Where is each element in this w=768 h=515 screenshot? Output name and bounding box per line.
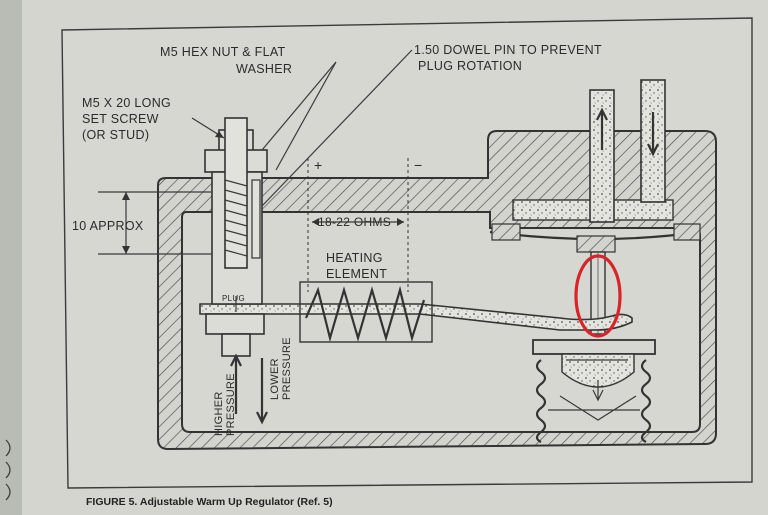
- screw-tip: [221, 333, 251, 357]
- lower-pressure-line2: PRESSURE: [281, 337, 293, 400]
- heating-label-line2: ELEMENT: [326, 267, 387, 281]
- spring-arrow-icon: [592, 380, 604, 402]
- leader-dowel: [261, 49, 413, 207]
- diaphragm-clamp-right: [673, 223, 701, 241]
- highlight-ellipse: [574, 254, 622, 338]
- flow-arrow-up-icon: [596, 107, 608, 150]
- nut-label-line1: M5 HEX NUT & FLAT: [160, 45, 286, 59]
- plug-label: PLUG: [222, 294, 245, 303]
- ohms-label: 18-22 OHMS: [318, 215, 391, 229]
- screw-label-line2: SET SCREW: [82, 112, 159, 126]
- flow-arrow-down-icon: [647, 112, 659, 157]
- heating-element-housing: [299, 281, 433, 343]
- binder-rings: [5, 439, 11, 501]
- heating-coil: [304, 285, 426, 343]
- spring-seat: [561, 353, 635, 388]
- approx-label: 10 APPROX: [72, 219, 144, 233]
- leader-nut: [261, 61, 337, 151]
- screw-label-line3: (OR STUD): [82, 128, 149, 142]
- higher-pressure-line1: HIGHER: [213, 391, 225, 436]
- higher-pressure-line2: PRESSURE: [225, 373, 237, 436]
- coil-spring: [535, 359, 652, 443]
- binder-edge: [0, 0, 22, 515]
- dowel-label-line1: 1.50 DOWEL PIN TO PREVENT: [414, 43, 602, 57]
- negative-terminal-label: −: [414, 157, 422, 173]
- valve-seat: [576, 235, 616, 253]
- positive-terminal-label: +: [314, 157, 322, 173]
- heating-label-line1: HEATING: [326, 251, 383, 265]
- dowel-label-line2: PLUG ROTATION: [418, 59, 522, 73]
- lower-pressure-line1: LOWER: [269, 358, 281, 400]
- screw-label-line1: M5 X 20 LONG: [82, 96, 171, 110]
- dowel-pin: [251, 179, 261, 259]
- bimetal-strip: [199, 303, 633, 331]
- spring-cup: [532, 339, 656, 355]
- diaphragm-clamp-left: [491, 223, 521, 241]
- figure-caption: FIGURE 5. Adjustable Warm Up Regulator (…: [86, 496, 333, 508]
- nut-label-line2: WASHER: [236, 62, 292, 76]
- lower-nut: [205, 313, 265, 335]
